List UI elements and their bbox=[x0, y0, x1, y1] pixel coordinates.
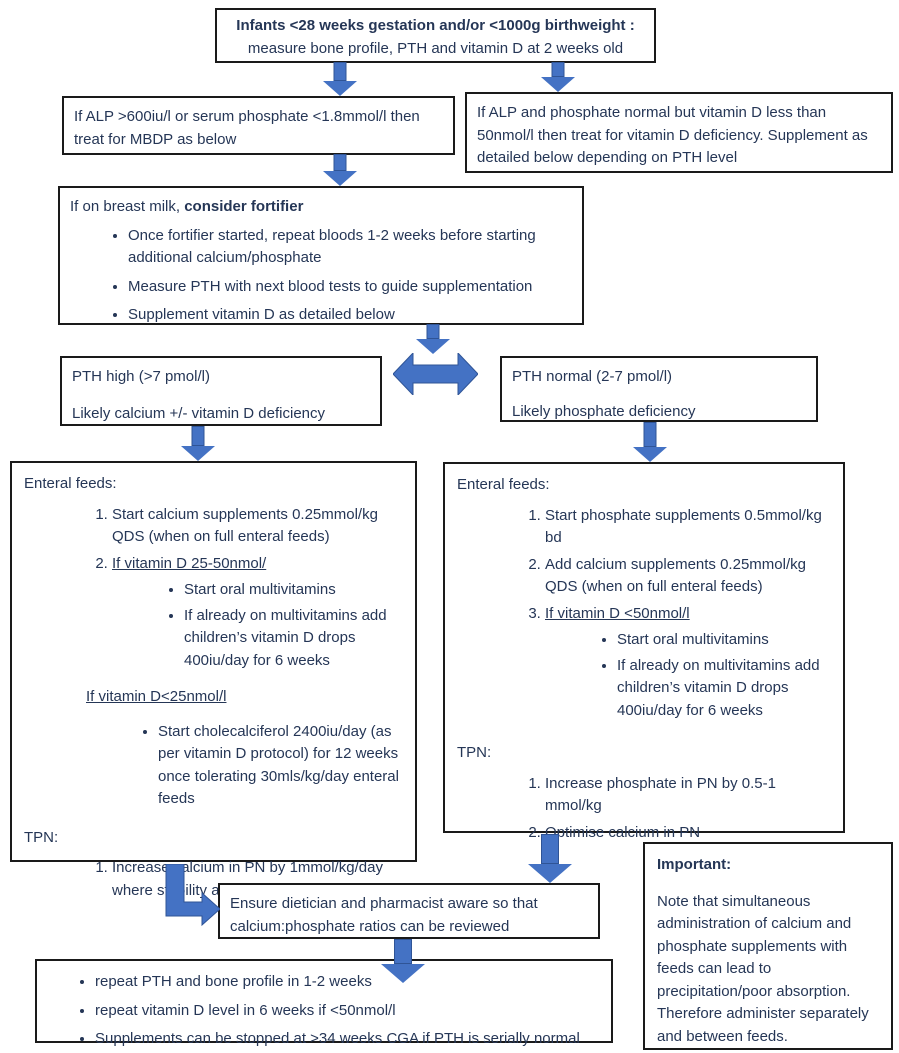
important-body: Note that simultaneous administration of… bbox=[657, 892, 869, 1045]
vitd-under25-heading: If vitamin D<25nmol/l bbox=[86, 688, 227, 705]
arrow-down-icon bbox=[541, 62, 575, 92]
vitd-under50-actions: Start oral multivitamins If already on m… bbox=[545, 629, 831, 722]
important-box: Important: Note that simultaneous admini… bbox=[643, 842, 893, 1050]
arrow-double-horizontal-icon bbox=[393, 353, 478, 395]
screening-box: Infants <28 weeks gestation and/or <1000… bbox=[215, 8, 656, 63]
vitd-criteria-box: If ALP and phosphate normal but vitamin … bbox=[465, 92, 893, 173]
fortifier-intro: If on breast milk, consider fortifier bbox=[70, 196, 572, 219]
phosphate-tpn-steps: Increase phosphate in PN by 0.5-1 mmol/k… bbox=[457, 773, 831, 845]
fortifier-bullet-list: Once fortifier started, repeat bloods 1-… bbox=[70, 225, 572, 327]
phosphate-pathway-box: Enteral feeds: Start phosphate supplemen… bbox=[443, 462, 845, 841]
list-item: Once fortifier started, repeat bloods 1-… bbox=[128, 225, 572, 270]
list-item: Increase phosphate in PN by 0.5-1 mmol/k… bbox=[545, 773, 831, 818]
fortifier-intro-prefix: If on breast milk, bbox=[70, 198, 185, 215]
list-item: repeat PTH and bone profile in 1-2 weeks bbox=[95, 971, 601, 994]
list-item: Start oral multivitamins bbox=[184, 579, 403, 602]
enteral-feeds-heading: Enteral feeds: bbox=[457, 476, 550, 493]
vitd-25-50-heading: If vitamin D 25-50nmol/ bbox=[112, 554, 267, 572]
list-item: Start calcium supplements 0.25mmol/kg QD… bbox=[112, 504, 403, 549]
list-item: If already on multivitamins add children… bbox=[617, 655, 831, 723]
list-item: Start cholecalciferol 2400iu/day (as per… bbox=[158, 721, 403, 811]
vitd-criteria-text: If ALP and phosphate normal but vitamin … bbox=[477, 104, 868, 166]
list-item: Add calcium supplements 0.25mmol/kg QDS … bbox=[545, 554, 831, 599]
mbdp-criteria-text: If ALP >600iu/l or serum phosphate <1.8m… bbox=[74, 108, 420, 148]
tpn-heading: TPN: bbox=[24, 828, 59, 846]
list-item: If vitamin D 25-50nmol/ Start oral multi… bbox=[112, 553, 403, 673]
list-item: Supplements can be stopped at >34 weeks … bbox=[95, 1028, 601, 1051]
pth-high-box: PTH high (>7 pmol/l) Likely calcium +/- … bbox=[60, 356, 382, 426]
arrow-down-icon bbox=[528, 834, 572, 883]
phosphate-enteral-steps: Start phosphate supplements 0.5mmol/kg b… bbox=[457, 505, 831, 723]
calcium-enteral-steps: Start calcium supplements 0.25mmol/kg QD… bbox=[24, 504, 403, 673]
list-item: Measure PTH with next blood tests to gui… bbox=[128, 276, 572, 299]
arrow-down-icon bbox=[416, 324, 450, 354]
fortifier-box: If on breast milk, consider fortifier On… bbox=[58, 186, 584, 325]
arrow-down-icon bbox=[181, 426, 215, 461]
fortifier-intro-bold: consider fortifier bbox=[184, 198, 304, 215]
arrow-down-icon bbox=[323, 62, 357, 96]
list-item: Supplement vitamin D as detailed below bbox=[128, 304, 572, 327]
list-item: repeat vitamin D level in 6 weeks if <50… bbox=[95, 1000, 601, 1023]
pth-high-line1: PTH high (>7 pmol/l) bbox=[72, 368, 210, 385]
calcium-pathway-box: Enteral feeds: Start calcium supplements… bbox=[10, 461, 417, 899]
vitd-under50-heading: If vitamin D <50nmol/l bbox=[545, 604, 690, 622]
dietician-box: Ensure dietician and pharmacist aware so… bbox=[218, 883, 600, 939]
list-item: If already on multivitamins add children… bbox=[184, 605, 403, 673]
list-item: If vitamin D <50nmol/l Start oral multiv… bbox=[545, 603, 831, 723]
vitd-under25-actions: Start cholecalciferol 2400iu/day (as per… bbox=[24, 721, 403, 811]
arrow-down-icon bbox=[323, 154, 357, 186]
important-heading: Important: bbox=[657, 856, 732, 873]
arrow-down-icon bbox=[633, 422, 667, 462]
arrow-elbow-right-icon bbox=[165, 864, 220, 926]
tpn-heading: TPN: bbox=[457, 744, 492, 761]
pth-normal-line2: Likely phosphate deficiency bbox=[512, 402, 696, 420]
arrow-down-icon bbox=[381, 939, 425, 983]
screening-line2: measure bone profile, PTH and vitamin D … bbox=[247, 39, 624, 57]
followup-bullet-list: repeat PTH and bone profile in 1-2 weeks… bbox=[47, 971, 601, 1051]
list-item: Start phosphate supplements 0.5mmol/kg b… bbox=[545, 505, 831, 550]
followup-box: repeat PTH and bone profile in 1-2 weeks… bbox=[35, 959, 613, 1047]
screening-line1: Infants <28 weeks gestation and/or <1000… bbox=[236, 17, 635, 34]
pth-normal-box: PTH normal (2-7 pmol/l) Likely phosphate… bbox=[500, 356, 818, 422]
dietician-text: Ensure dietician and pharmacist aware so… bbox=[230, 895, 538, 935]
vitd-25-50-actions: Start oral multivitamins If already on m… bbox=[112, 579, 403, 672]
list-item: Start oral multivitamins bbox=[617, 629, 831, 652]
mbdp-criteria-box: If ALP >600iu/l or serum phosphate <1.8m… bbox=[62, 96, 455, 155]
pth-normal-line1: PTH normal (2-7 pmol/l) bbox=[512, 368, 673, 385]
enteral-feeds-heading: Enteral feeds: bbox=[24, 475, 117, 492]
pth-high-line2: Likely calcium +/- vitamin D deficiency bbox=[72, 404, 326, 422]
list-item: Optimise calcium in PN bbox=[545, 822, 831, 845]
